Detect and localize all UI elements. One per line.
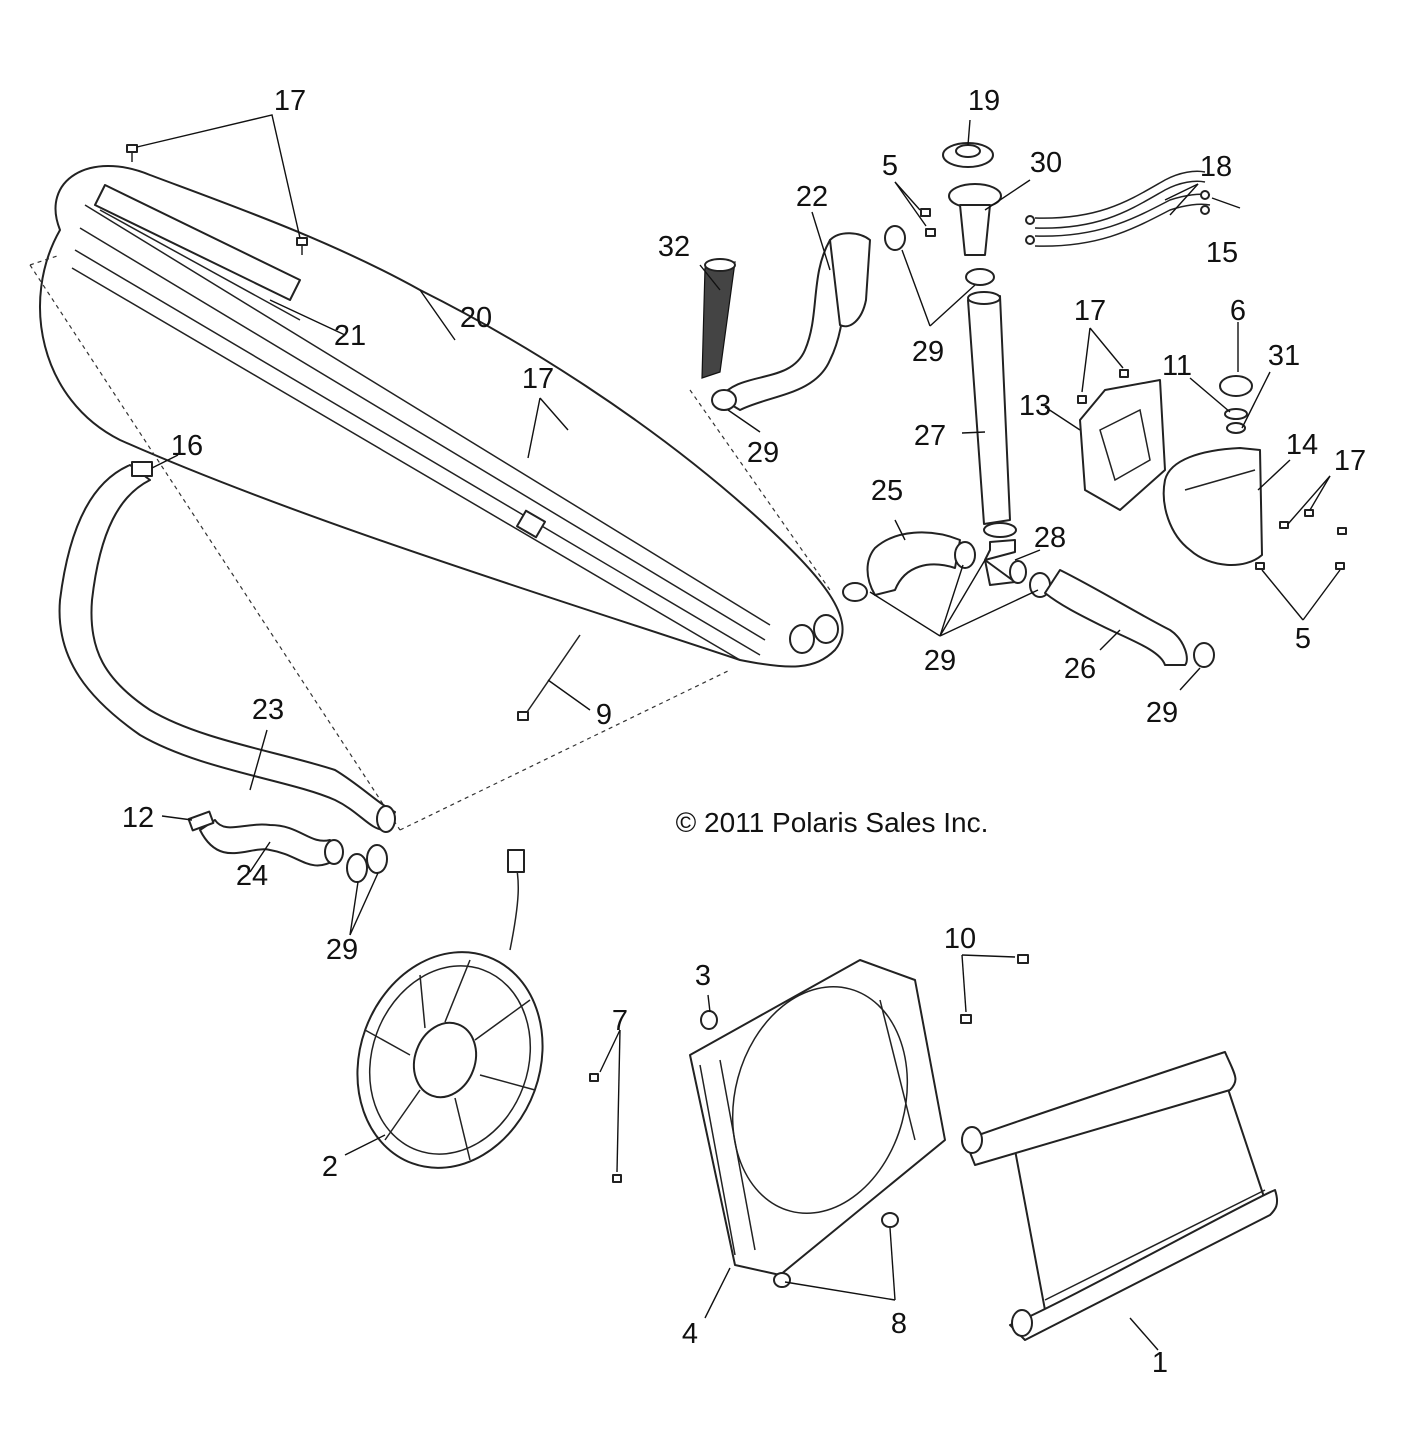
callout-17: 17 bbox=[1074, 295, 1106, 327]
callout-14: 14 bbox=[1286, 429, 1318, 461]
callout-1: 1 bbox=[1152, 1347, 1168, 1379]
callout-29: 29 bbox=[326, 934, 358, 966]
bolt-icon bbox=[1077, 369, 1129, 404]
part-27-tube bbox=[967, 295, 1011, 525]
callout-17: 17 bbox=[522, 363, 554, 395]
callout-24: 24 bbox=[236, 860, 268, 892]
callout-9: 9 bbox=[596, 699, 612, 731]
callout-17: 17 bbox=[1334, 445, 1366, 477]
part-3-grommet bbox=[700, 1010, 718, 1030]
callout-28: 28 bbox=[1034, 522, 1066, 554]
callout-17: 17 bbox=[274, 85, 306, 117]
callout-32: 32 bbox=[658, 231, 690, 263]
part-20-tube-bundle bbox=[39, 165, 844, 668]
part-19-pressure-cap bbox=[942, 142, 994, 168]
callout-31: 31 bbox=[1268, 340, 1300, 372]
part-28-tee-fitting bbox=[984, 539, 1016, 586]
callout-26: 26 bbox=[1064, 653, 1096, 685]
part-6-reservoir-cap bbox=[1219, 375, 1253, 397]
callout-19: 19 bbox=[968, 85, 1000, 117]
callout-2: 2 bbox=[322, 1151, 338, 1183]
part-9-cable-tie bbox=[524, 634, 581, 716]
callout-4: 4 bbox=[682, 1318, 698, 1350]
part-12-sensor bbox=[187, 810, 215, 832]
part-25-hose bbox=[866, 531, 961, 596]
part-26-hose bbox=[1044, 569, 1188, 666]
bolt-icon bbox=[960, 954, 1029, 1024]
callout-12: 12 bbox=[122, 802, 154, 834]
callout-16: 16 bbox=[171, 430, 203, 462]
callout-13: 13 bbox=[1019, 390, 1051, 422]
copyright-notice: © 2011 Polaris Sales Inc. bbox=[676, 807, 989, 838]
callout-29: 29 bbox=[1146, 697, 1178, 729]
callout-6: 6 bbox=[1230, 295, 1246, 327]
callout-20: 20 bbox=[460, 302, 492, 334]
callout-18: 18 bbox=[1200, 151, 1232, 183]
callout-23: 23 bbox=[252, 694, 284, 726]
part-13-bracket bbox=[1079, 379, 1166, 511]
part-1-radiator bbox=[961, 1051, 1279, 1341]
callout-8: 8 bbox=[891, 1308, 907, 1340]
part-29-clamp bbox=[346, 844, 388, 883]
callout-5: 5 bbox=[1295, 623, 1311, 655]
callout-29: 29 bbox=[912, 336, 944, 368]
callout-5: 5 bbox=[882, 150, 898, 182]
part-16-clamp bbox=[131, 461, 153, 477]
callout-11: 11 bbox=[1162, 350, 1192, 382]
callout-7: 7 bbox=[612, 1005, 628, 1037]
callout-25: 25 bbox=[871, 475, 903, 507]
part-30-filler-neck bbox=[948, 183, 1002, 256]
part-2-cooling-fan bbox=[356, 849, 544, 1169]
bolt-icon bbox=[126, 144, 308, 255]
bolt-icon bbox=[589, 1073, 622, 1183]
callout-3: 3 bbox=[695, 960, 711, 992]
part-8-grommet bbox=[773, 1212, 899, 1288]
part-32-hose-sleeve bbox=[701, 258, 736, 379]
callout-22: 22 bbox=[796, 181, 828, 213]
part-18-vent-lines bbox=[1025, 170, 1211, 247]
callout-29: 29 bbox=[924, 645, 956, 677]
callout-10: 10 bbox=[944, 923, 976, 955]
bolt-icon bbox=[920, 208, 936, 237]
part-24-small-hose bbox=[199, 819, 336, 867]
callout-30: 30 bbox=[1030, 147, 1062, 179]
callout-21: 21 bbox=[334, 320, 366, 352]
callout-15: 15 bbox=[1206, 237, 1238, 269]
bolt-icon bbox=[1255, 509, 1347, 570]
callout-27: 27 bbox=[914, 420, 946, 452]
callout-29: 29 bbox=[747, 437, 779, 469]
part-14-coolant-reservoir bbox=[1162, 447, 1263, 566]
part-4-fan-shroud bbox=[689, 959, 946, 1276]
